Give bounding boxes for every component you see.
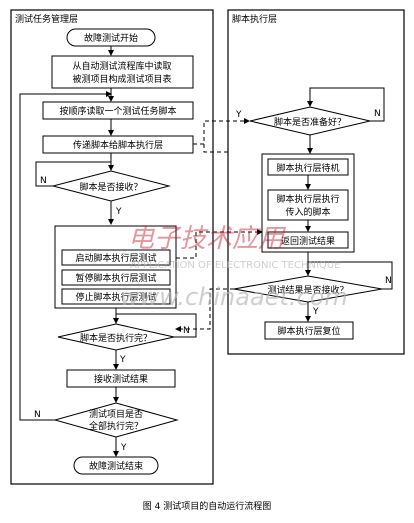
return-result-label: 返回测试结果 bbox=[281, 235, 335, 247]
dashed-result-back bbox=[175, 288, 234, 332]
read-table-line2: 被测项目构成测试项目表 bbox=[72, 73, 171, 85]
ready-decision-label: 脚本是否准备好？ bbox=[274, 116, 346, 128]
exec-line1: 脚本执行层执行 bbox=[276, 193, 339, 205]
watermark-subtitle: APPLICATION OF ELECTRONIC TECHNIQUE bbox=[130, 260, 340, 271]
end-label: 故障测试结束 bbox=[89, 460, 143, 472]
done-no-label: N bbox=[183, 326, 190, 336]
end-terminal bbox=[73, 456, 159, 475]
accepted-no-label: N bbox=[40, 176, 47, 186]
reset-label: 脚本执行层复位 bbox=[277, 325, 340, 337]
dashed-ready-to-left bbox=[203, 144, 228, 153]
result-yes-label: Y bbox=[312, 307, 319, 317]
start-exec-box bbox=[61, 249, 171, 266]
receive-result-label: 接收测试结果 bbox=[94, 373, 148, 385]
standby-label: 脚本执行层待机 bbox=[276, 162, 339, 174]
accepted-decision-label: 脚本是否接收？ bbox=[79, 181, 142, 193]
left-lane-title: 测试任务管理层 bbox=[15, 13, 78, 25]
return-result-box bbox=[267, 231, 349, 249]
done-yes-label: Y bbox=[119, 355, 126, 365]
pause-exec-label: 暂停脚本执行层测试 bbox=[75, 272, 156, 284]
ready-yes-label: Y bbox=[235, 110, 242, 120]
accepted-yes-label: Y bbox=[115, 207, 122, 217]
result-no-label: N bbox=[385, 276, 392, 286]
all-done-decision-line2: 全部执行完？ bbox=[89, 420, 143, 432]
read-table-line1: 从自动测试流程库中读取 bbox=[72, 60, 171, 72]
read-table-box bbox=[51, 55, 194, 89]
dashed-pass-script bbox=[193, 118, 250, 145]
receive-result-box bbox=[66, 369, 176, 388]
reset-box bbox=[264, 321, 354, 340]
start-exec-label: 启动脚本执行层测试 bbox=[75, 252, 156, 264]
result-decision-label: 测试结果是否接收？ bbox=[267, 284, 348, 296]
all-done-no-label: N bbox=[34, 410, 41, 420]
pause-exec-box bbox=[61, 269, 171, 286]
figure-caption: 图 4 测试项目的自动运行流程图 bbox=[143, 500, 271, 512]
right-lane bbox=[227, 9, 405, 355]
stop-exec-label: 停止脚本执行层测试 bbox=[75, 291, 156, 303]
ready-no-label: N bbox=[374, 109, 381, 119]
all-done-decision-line1: 测试项目是否 bbox=[89, 408, 143, 420]
read-script-box bbox=[42, 101, 194, 120]
all-done-yes-label: Y bbox=[120, 443, 127, 453]
watermark-url: www.chinaaet.com bbox=[120, 283, 348, 311]
left-lane bbox=[10, 9, 214, 485]
right-lane-title: 脚本执行层 bbox=[232, 13, 277, 25]
done-decision-label: 脚本是否执行完？ bbox=[80, 332, 152, 344]
dashed-start-exec bbox=[176, 229, 263, 259]
pass-script-label: 传递脚本给脚本执行层 bbox=[73, 139, 163, 151]
start-label: 故障测试开始 bbox=[84, 32, 138, 44]
exec-line2: 传入的脚本 bbox=[285, 206, 330, 218]
stop-exec-box bbox=[61, 288, 171, 305]
watermark-title: 电子技术应用 bbox=[128, 224, 287, 254]
read-script-label: 按顺序读取一个测试任务脚本 bbox=[59, 105, 176, 117]
